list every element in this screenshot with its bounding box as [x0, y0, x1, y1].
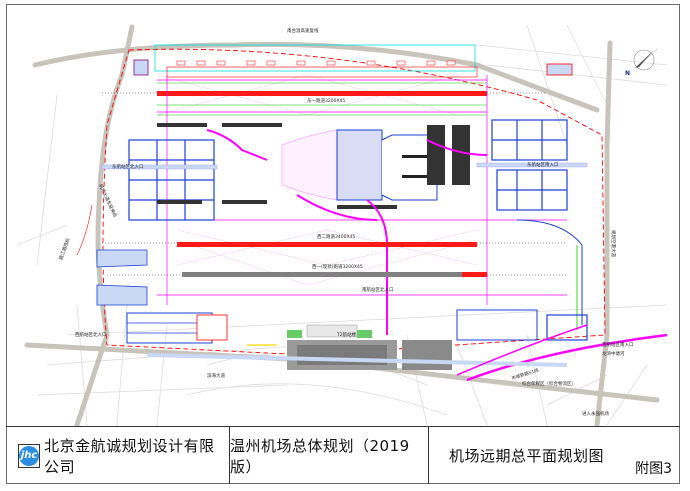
- rail-label: 市域铁路S1线: [510, 366, 539, 382]
- north-road-label: 甬台温高速复线: [287, 27, 319, 34]
- west-entrance-label: 东航站区北入口: [112, 163, 144, 170]
- drawing-title: 机场远期总平面规划图: [449, 447, 605, 465]
- company-cell: jhc 北京金航诚规划设计有限公司: [6, 427, 229, 484]
- south-entrance-label: 进入永强机场: [582, 410, 609, 417]
- west-water: [96, 249, 148, 306]
- runway-3-label: 西一(现状)跑道3200X45: [312, 263, 363, 270]
- airfield-hatching: [156, 74, 478, 286]
- title-block: jhc 北京金航诚规划设计有限公司 温州机场总体规划（2019版） 机场远期总平…: [6, 426, 680, 484]
- company-name: 北京金航诚规划设计有限公司: [44, 436, 215, 476]
- runway-3: [182, 272, 462, 277]
- drawing-frame: [6, 4, 680, 484]
- terminal-label: T2航站楼: [336, 331, 357, 338]
- rail-line: [456, 324, 588, 376]
- project-title: 温州机场总体规划（2019版）: [230, 436, 410, 476]
- apron-stands: [157, 123, 470, 209]
- runway-2-label: 西二跑道3400X45: [317, 233, 355, 240]
- company-logo-icon: jhc: [18, 443, 41, 468]
- logistics-label: 综合保税区（综合物流区）: [522, 380, 576, 387]
- south-road-label: 滨海大道: [207, 372, 225, 379]
- north-arrow: [633, 48, 658, 71]
- north-support-zone: [133, 44, 573, 78]
- logo-mark: jhc: [19, 445, 40, 466]
- airport-boundary: [102, 48, 606, 356]
- approach-lines: [102, 92, 567, 276]
- runway-1: [157, 91, 487, 96]
- south-west-entrance-label: 西航站区北入口: [75, 331, 107, 338]
- sheet-number: 附图3: [635, 461, 672, 477]
- major-roads: [24, 24, 660, 427]
- runway-2: [177, 242, 477, 247]
- river-label: 龙湾中塘河: [602, 350, 625, 357]
- east-road-label: 规划空港大道: [610, 230, 617, 257]
- west-cargo-blocks: [128, 139, 215, 221]
- drawing-cell: 机场远期总平面规划图 附图3: [428, 427, 680, 484]
- north-taxiways: [157, 82, 487, 116]
- south-terminal-entrance-label: 南航站区北入口: [362, 286, 394, 293]
- east-entrance-label: 东航站区南入口: [527, 161, 559, 168]
- far-west-road-label: 瓯江路西段: [57, 237, 71, 261]
- east-arterial: [594, 40, 613, 427]
- runway-1-label: 东一跑道3200X45: [307, 97, 345, 104]
- project-cell: 温州机场总体规划（2019版）: [229, 427, 428, 484]
- east-cargo-blocks: [491, 119, 568, 211]
- west-arterial: [74, 24, 135, 427]
- airport-master-plan-map: 东一跑道3200X45 东航站区北入口 东航站区南入口: [16, 24, 668, 427]
- south-terminal-area: [126, 309, 588, 370]
- central-terminal: [281, 129, 438, 201]
- north-arrow-label: N: [625, 70, 630, 77]
- south-road: [24, 342, 660, 403]
- south-east-entrance-label: 西航站区南入口: [602, 341, 634, 348]
- service-roads: [157, 75, 567, 305]
